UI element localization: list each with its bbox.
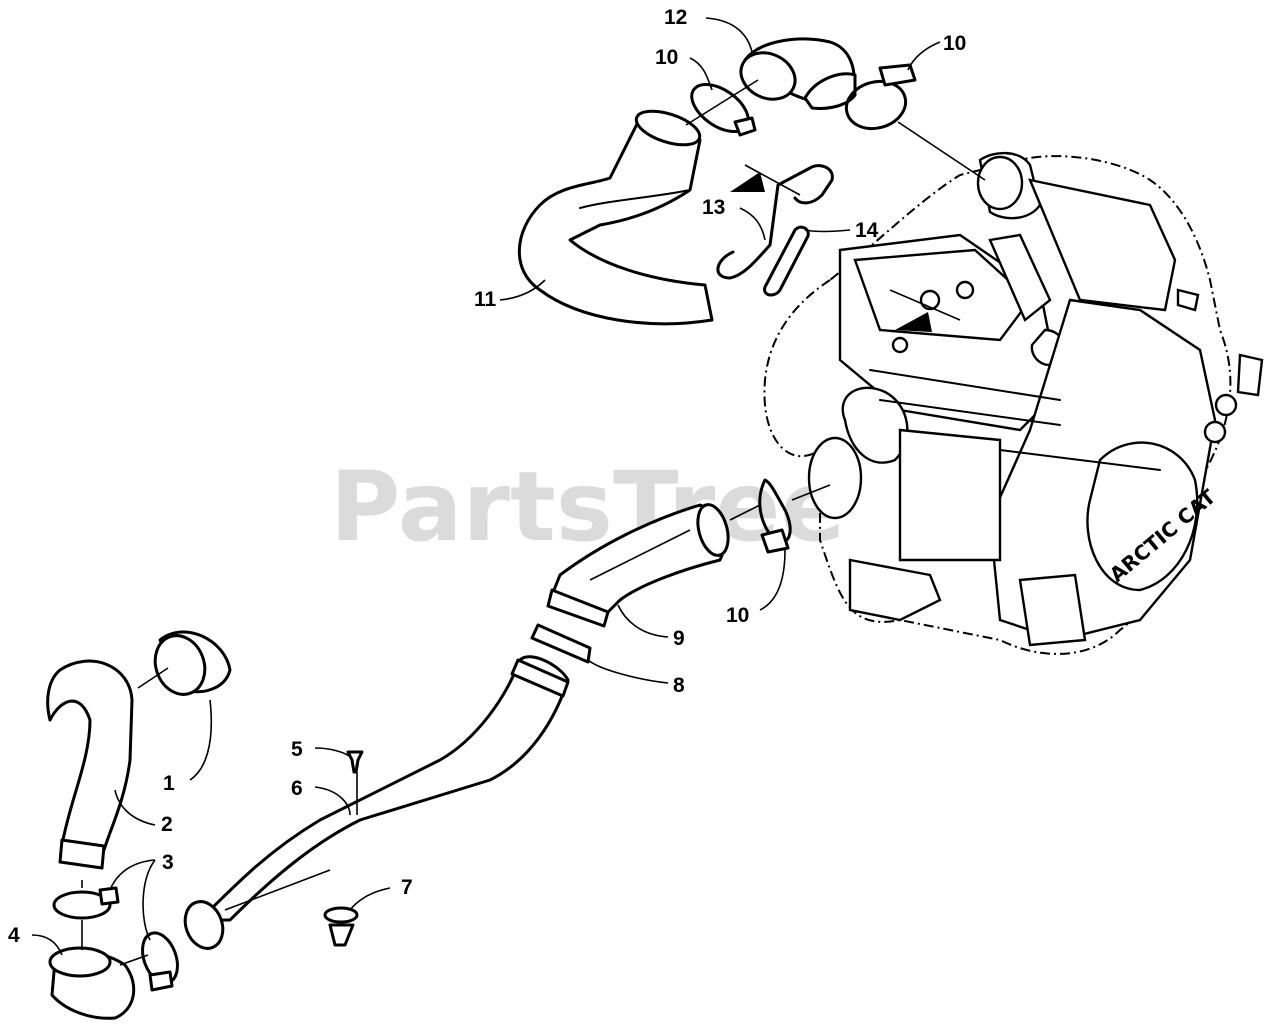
callout-14: 14	[855, 219, 879, 242]
part-3-clamp-right	[141, 931, 179, 992]
part-1-boot	[153, 630, 232, 696]
callout-2: 2	[161, 813, 173, 836]
part-10-clamp-top-left	[690, 82, 757, 137]
callout-12: 12	[664, 6, 687, 29]
part-4-elbow	[48, 946, 136, 1020]
part-6-long-tube	[183, 655, 570, 950]
callout-1: 1	[163, 772, 175, 795]
callout-5: 5	[291, 738, 303, 761]
engine-assembly: ARCTIC CAT	[763, 151, 1264, 655]
callout-6: 6	[291, 777, 303, 800]
part-8-clamp-band	[530, 623, 592, 664]
part-10-clamp-top-right	[844, 63, 917, 131]
part-12-elbow-boot	[739, 37, 857, 110]
part-13-bracket	[716, 164, 834, 280]
direction-arrow-engine	[895, 312, 932, 332]
part-2-pipe	[46, 659, 134, 870]
part-7-grommet	[323, 906, 359, 947]
callout-9: 9	[673, 627, 685, 650]
callout-10-c: 10	[726, 604, 749, 627]
part-11-intake-tube	[517, 109, 714, 326]
callout-4: 4	[8, 924, 20, 947]
callout-7: 7	[401, 876, 413, 899]
part-10-clamp-middle	[758, 478, 792, 554]
callout-11: 11	[474, 288, 497, 311]
part-9-duct	[546, 503, 730, 628]
part-5-screw	[346, 750, 364, 774]
callout-13: 13	[702, 196, 725, 219]
callout-10-b: 10	[943, 32, 966, 55]
callout-8: 8	[673, 674, 685, 697]
leader-lines	[31, 17, 986, 966]
direction-arrow-top	[730, 172, 765, 192]
callout-3: 3	[162, 851, 174, 874]
part-14-small-hose	[763, 225, 810, 297]
part-3-clamp-lower	[52, 886, 120, 920]
callout-10-a: 10	[655, 46, 678, 69]
